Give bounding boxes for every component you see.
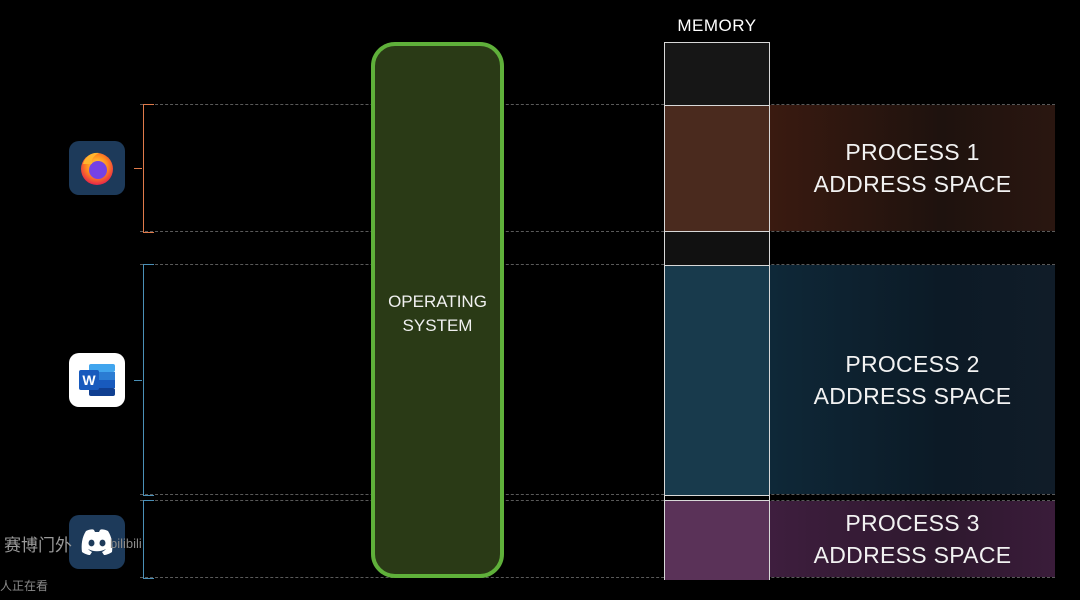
memory-free-block <box>665 232 769 265</box>
memory-process-1-block <box>665 105 769 232</box>
process-1-address-space: PROCESS 1 ADDRESS SPACE <box>770 105 1055 231</box>
word-icon: W <box>79 364 115 396</box>
memory-column <box>664 42 770 580</box>
guide-line-p2-bottom <box>140 494 1055 495</box>
process-1-bracket <box>143 104 154 233</box>
operating-system-block: OPERATING SYSTEM <box>371 42 504 578</box>
process-3-address-space: PROCESS 3 ADDRESS SPACE <box>770 501 1055 577</box>
discord-app[interactable] <box>69 515 125 569</box>
svg-text:W: W <box>82 372 96 388</box>
process-2-title: PROCESS 2 <box>845 350 980 377</box>
process-1-bracket-tick <box>134 168 142 169</box>
discord-icon <box>81 529 113 555</box>
watermark-brand: bilibili <box>110 536 142 551</box>
process-1-subtitle: ADDRESS SPACE <box>813 171 1012 197</box>
watermark-text: 赛博门外 <box>4 536 72 555</box>
process-3-subtitle: ADDRESS SPACE <box>813 542 1012 568</box>
guide-line-p1-top <box>140 104 1055 105</box>
firefox-app[interactable] <box>69 141 125 195</box>
guide-line-p2-top <box>140 264 1055 265</box>
process-2-subtitle: ADDRESS SPACE <box>813 382 1012 409</box>
viewer-count-label: 人正在看 <box>0 579 49 593</box>
memory-process-3-block <box>665 500 769 580</box>
word-app[interactable]: W <box>69 353 125 407</box>
memory-process-2-block <box>665 265 769 496</box>
memory-free-block <box>665 43 769 105</box>
process-3-bracket <box>143 500 154 579</box>
process-1-title: PROCESS 1 <box>845 139 980 165</box>
memory-title: MEMORY <box>677 16 757 35</box>
os-label: OPERATING SYSTEM <box>388 292 487 335</box>
guide-line-p1-bottom <box>140 231 1055 232</box>
firefox-icon <box>81 152 113 185</box>
process-2-bracket <box>143 264 154 496</box>
process-3-title: PROCESS 3 <box>845 510 980 536</box>
guide-line-p3-top <box>140 500 1055 501</box>
guide-line-p3-bottom <box>140 577 1055 578</box>
process-2-bracket-tick <box>134 380 142 381</box>
process-2-address-space: PROCESS 2 ADDRESS SPACE <box>770 265 1055 494</box>
